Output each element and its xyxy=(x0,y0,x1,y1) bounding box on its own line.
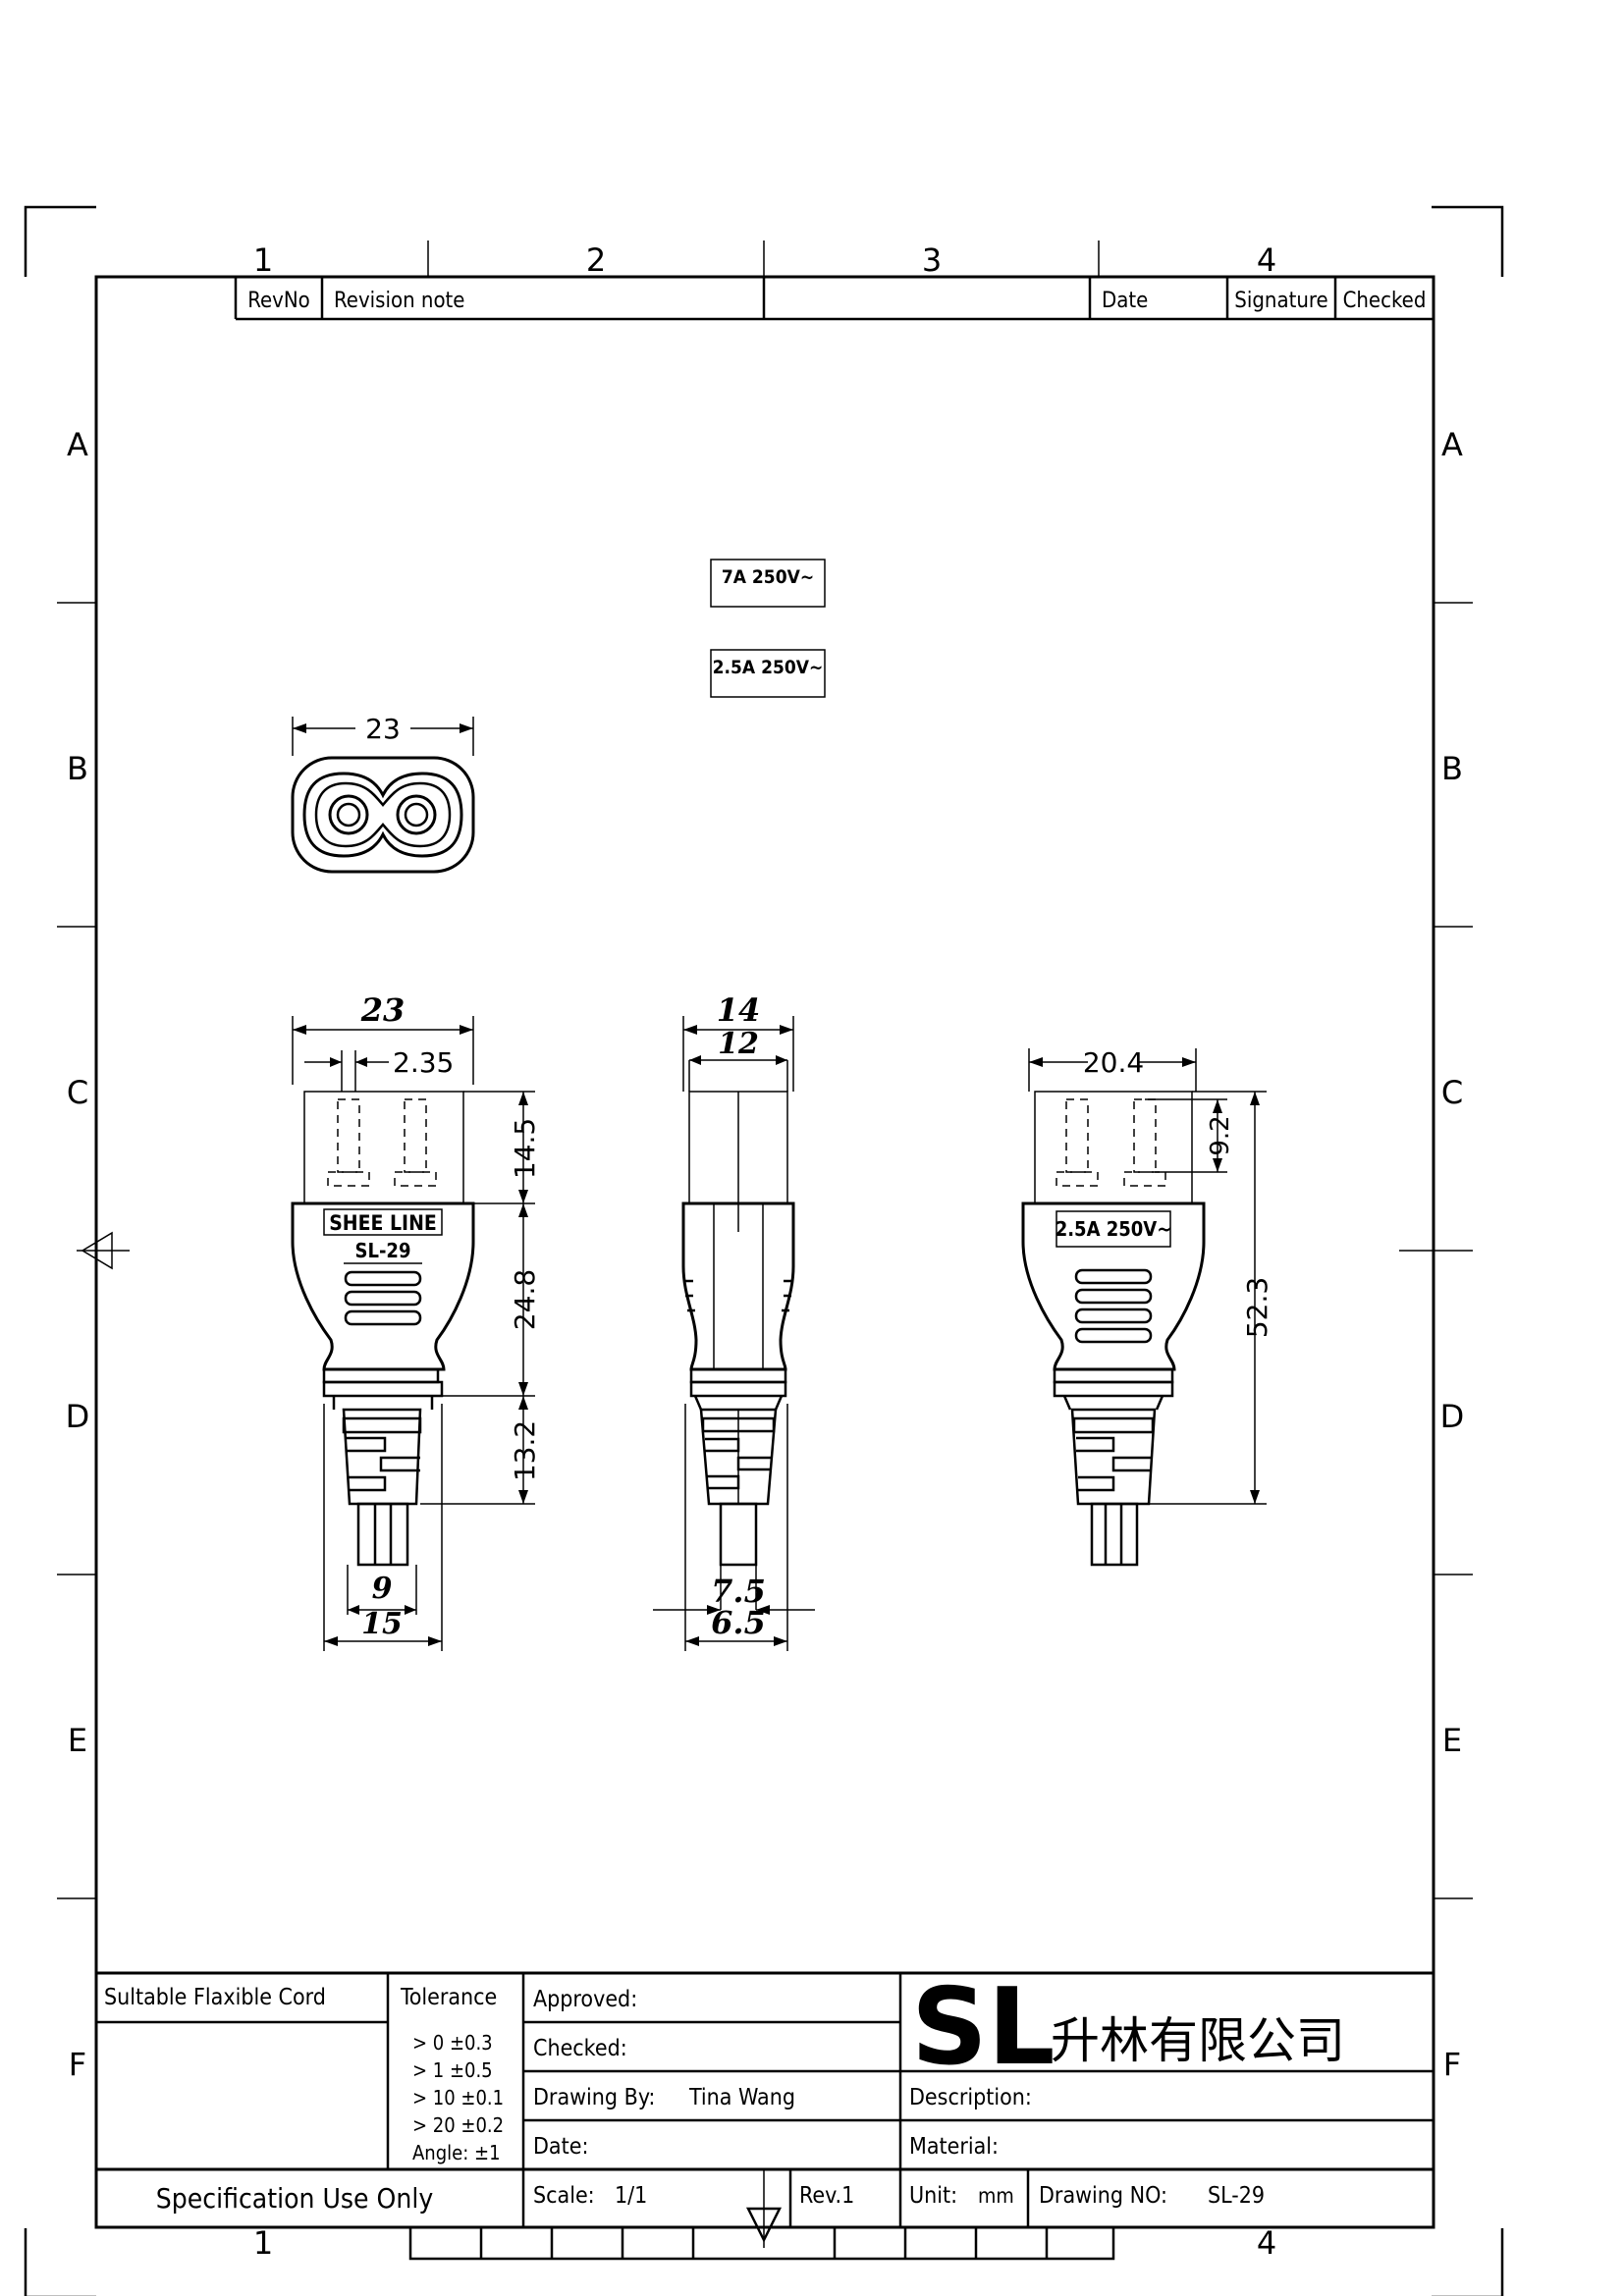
dim-body-height: 24.8 xyxy=(509,1269,541,1330)
dim-head-height: 14.5 xyxy=(509,1118,541,1179)
rev-no-header: RevNo xyxy=(247,289,310,313)
dim-overall-length: 52.3 xyxy=(1241,1277,1273,1338)
dim-face-width: 23 xyxy=(365,713,401,745)
scale-value: 1/1 xyxy=(615,2183,647,2209)
signature-header: Signature xyxy=(1234,289,1327,313)
connector-back-view: 20.4 2.5A 250V~ 9.2 xyxy=(1021,1046,1273,1567)
approved-label: Approved: xyxy=(533,1987,637,2012)
connector-front-view: 23 2.35 SHEE LINE SL-29 xyxy=(291,991,541,1651)
brand-label: SHEE LINE xyxy=(329,1211,437,1235)
dim-side-outer: 14 xyxy=(717,991,761,1029)
dim-pin-width: 2.35 xyxy=(393,1046,454,1079)
dim-cable-outer: 15 xyxy=(361,1607,403,1641)
row-label-c-left: C xyxy=(67,1074,88,1111)
column-ticks xyxy=(427,240,1100,277)
dim-back-width: 20.4 xyxy=(1083,1046,1144,1079)
col-label-1: 1 xyxy=(253,241,273,279)
dim-side-cable-inner: 6.5 xyxy=(711,1604,766,1641)
row-label-f-left: F xyxy=(69,2046,86,2083)
dim-front-width: 23 xyxy=(360,991,406,1029)
material-label: Material: xyxy=(909,2134,999,2160)
company-logo: SL xyxy=(911,1966,1056,2089)
unit-value: mm xyxy=(978,2184,1014,2208)
rev-label: Rev.1 xyxy=(799,2183,854,2209)
drawing-by-value: Tina Wang xyxy=(688,2085,795,2110)
row-label-b-right: B xyxy=(1441,750,1463,787)
row-label-f-right: F xyxy=(1443,2046,1461,2083)
tolerance-2: > 1 ±0.5 xyxy=(412,2058,493,2082)
row-label-e-left: E xyxy=(68,1722,87,1759)
connector-face-view: 23 xyxy=(291,713,475,874)
cord-label: Sultable Flaxible Cord xyxy=(104,1985,326,2010)
centering-arrow xyxy=(77,1231,130,1270)
tolerance-label: Tolerance xyxy=(400,1985,497,2010)
checked-label: Checked: xyxy=(533,2036,627,2061)
checked-header: Checked xyxy=(1343,289,1427,313)
rating-label-7a: 7A 250V~ xyxy=(710,559,826,608)
back-rating-label: 2.5A 250V~ xyxy=(1056,1217,1172,1241)
title-block: Sultable Flaxible Cord Tolerance > 0 ±0.… xyxy=(96,1966,1434,2248)
drawing-no-label: Drawing NO: xyxy=(1039,2183,1167,2209)
svg-text:2.5A 250V~: 2.5A 250V~ xyxy=(713,657,824,678)
row-label-d-left: D xyxy=(66,1398,90,1435)
bottom-col-label-4: 4 xyxy=(1257,2224,1276,2262)
connector-side-view: 14 12 xyxy=(653,991,815,1651)
drawing-by-label: Drawing By: xyxy=(533,2085,655,2110)
row-label-b-left: B xyxy=(67,750,88,787)
revision-table: RevNo Revision note Date Signature Check… xyxy=(234,277,1434,321)
row-labels: A A B B C C D D E E F F xyxy=(66,426,1465,2083)
date-label: Date: xyxy=(533,2134,588,2160)
dim-back-pin-height: 9.2 xyxy=(1206,1115,1235,1155)
dim-boot-height: 13.2 xyxy=(509,1420,541,1481)
dim-side-inner: 12 xyxy=(718,1027,759,1061)
company-name: 升林有限公司 xyxy=(1051,2012,1345,2069)
svg-text:7A 250V~: 7A 250V~ xyxy=(722,566,814,588)
spec-use-label: Specification Use Only xyxy=(156,2182,434,2215)
tolerance-angle: Angle: ±1 xyxy=(412,2141,501,2164)
row-label-a-right: A xyxy=(1441,426,1463,463)
row-ticks xyxy=(57,602,1473,1899)
row-label-d-right: D xyxy=(1440,1398,1465,1435)
revision-note-header: Revision note xyxy=(334,289,465,313)
col-label-3: 3 xyxy=(922,241,942,279)
rating-label-2-5a: 2.5A 250V~ xyxy=(710,649,826,698)
row-label-e-right: E xyxy=(1442,1722,1462,1759)
column-labels: 1 2 3 4 xyxy=(253,241,1276,279)
tolerance-3: > 10 ±0.1 xyxy=(412,2086,504,2109)
bottom-col-label-1: 1 xyxy=(253,2224,273,2262)
col-label-4: 4 xyxy=(1257,241,1276,279)
row-label-c-right: C xyxy=(1441,1074,1463,1111)
scale-label: Scale: xyxy=(533,2183,595,2209)
description-label: Description: xyxy=(909,2085,1032,2110)
drawing-no-value: SL-29 xyxy=(1208,2183,1265,2209)
tolerance-4: > 20 ±0.2 xyxy=(412,2113,504,2137)
date-header: Date xyxy=(1102,289,1148,313)
model-label: SL-29 xyxy=(355,1239,411,1262)
bottom-zone-strip: 1 4 xyxy=(253,2224,1276,2262)
tolerance-1: > 0 ±0.3 xyxy=(412,2031,493,2055)
unit-label: Unit: xyxy=(909,2183,957,2209)
dim-cable-inner: 9 xyxy=(372,1572,393,1606)
row-label-a-left: A xyxy=(67,426,88,463)
dim-side-cable-outer: 7.5 xyxy=(711,1573,766,1610)
corner-marks xyxy=(24,205,1504,2296)
col-label-2: 2 xyxy=(586,241,606,279)
